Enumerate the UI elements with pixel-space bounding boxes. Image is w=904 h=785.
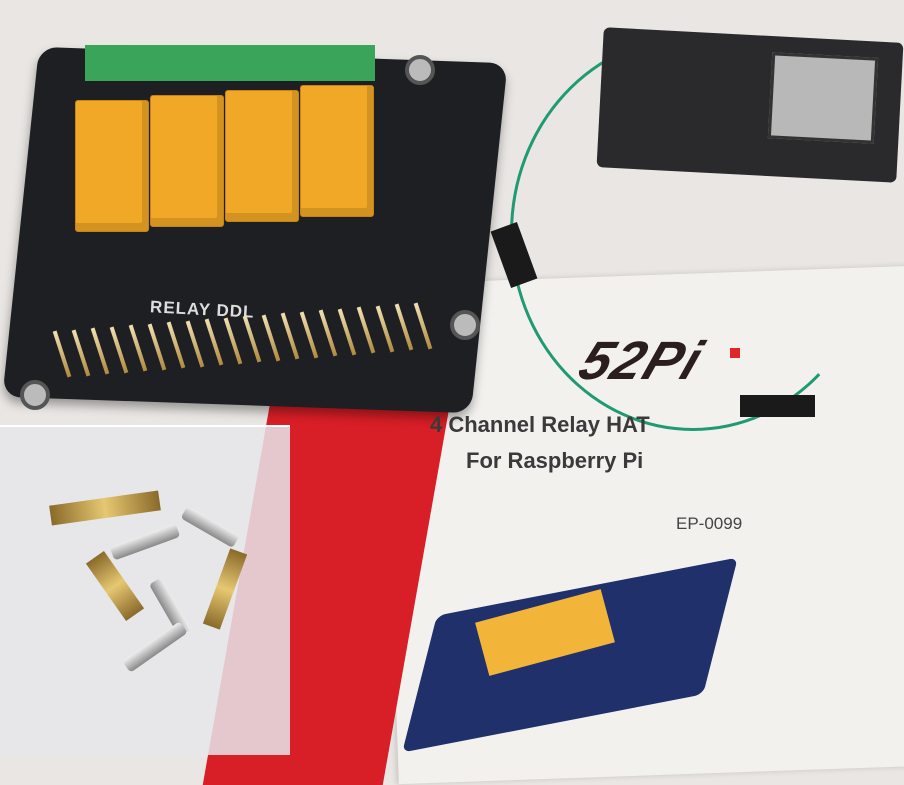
relay: [150, 95, 224, 227]
header-pin: [71, 329, 91, 376]
mounting-hole: [20, 380, 50, 410]
hardware-bag: [0, 425, 290, 755]
header-pin: [223, 317, 243, 364]
mounting-hole: [405, 55, 435, 85]
screw-terminal: [85, 45, 375, 81]
header-pin: [375, 305, 395, 352]
relay: [225, 90, 299, 222]
wifi-module: [767, 52, 879, 144]
header-pin: [356, 306, 376, 354]
header-pin: [128, 324, 148, 372]
relay: [75, 100, 149, 232]
product-code: EP-0099: [676, 514, 743, 533]
header-pin: [90, 327, 110, 375]
header-pin: [204, 318, 224, 366]
header-pin: [413, 302, 433, 349]
header-pin: [109, 326, 129, 373]
header-pin: [185, 320, 205, 367]
header-pin: [147, 323, 167, 370]
mounting-hole: [450, 310, 480, 340]
brand-logo: 52Pi: [571, 331, 713, 391]
logo-accent: [730, 348, 740, 358]
relay: [300, 85, 374, 217]
header-pin: [337, 308, 357, 355]
manual-title-line2: For Raspberry Pi: [466, 448, 644, 473]
header-pin: [166, 321, 186, 369]
header-pin: [242, 315, 262, 363]
header-pin: [318, 309, 338, 357]
jumper-connector: [740, 395, 815, 417]
gpio-header: (function(){const c=document.currentScri…: [52, 300, 460, 380]
header-pin: [299, 311, 319, 358]
manual-title-line1: 4 Channel Relay HAT: [430, 412, 650, 437]
header-pin: [280, 312, 300, 360]
header-pin: [261, 314, 281, 361]
header-pin: [394, 303, 414, 351]
